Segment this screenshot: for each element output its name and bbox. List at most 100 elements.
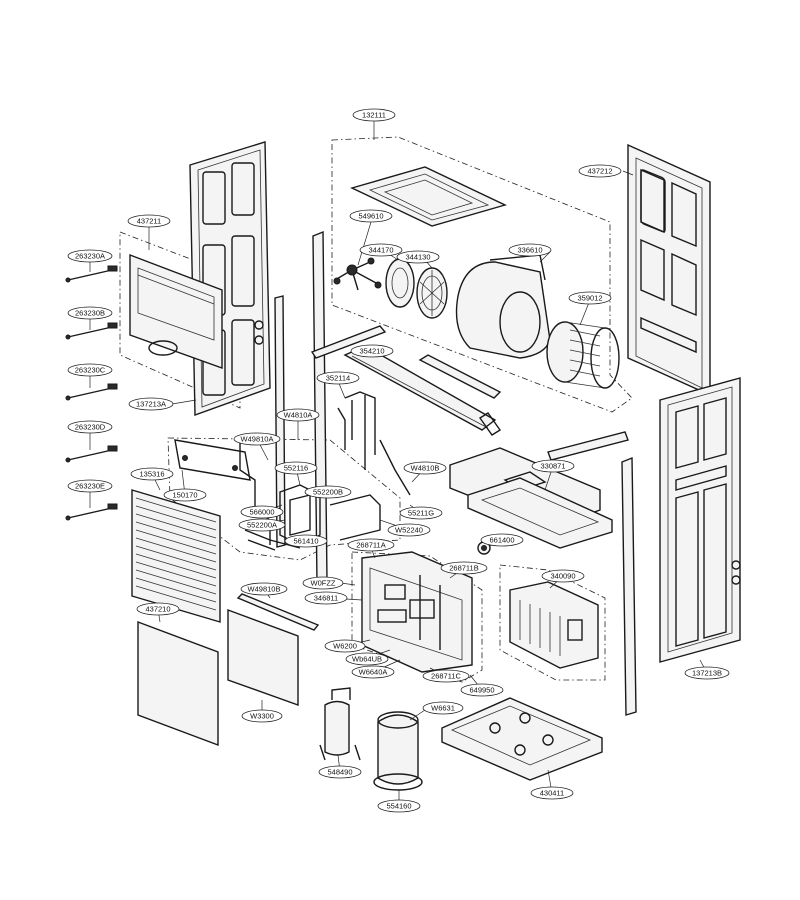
- label-text: 263230B: [75, 309, 105, 318]
- label-text: 137213B: [692, 669, 722, 678]
- label-text: 552200B: [313, 488, 343, 497]
- label-text: 437212: [587, 167, 612, 176]
- label-135316: 135316: [130, 467, 174, 481]
- label-text: W49810A: [241, 435, 274, 444]
- label-w0fzz: W0FZZ: [302, 576, 344, 590]
- sensor-263230e: [65, 503, 118, 521]
- label-137213a: 137213A: [128, 397, 174, 411]
- side-panel-137213a: [189, 141, 271, 416]
- label-55211g: 55211G: [399, 506, 443, 520]
- label-548490: 548490: [318, 765, 362, 779]
- label-text: 430411: [540, 789, 564, 798]
- label-552200b: 552200B: [304, 485, 352, 499]
- sensor-263230b: [65, 322, 118, 340]
- label-344130: 344130: [396, 250, 440, 264]
- label-w49810b: W49810B: [240, 582, 288, 596]
- label-text: W6200: [333, 642, 357, 651]
- label-text: 344130: [405, 253, 430, 262]
- access-panel-w3300: [227, 608, 299, 706]
- sensor-263230d: [65, 445, 118, 463]
- label-w6200: W6200: [324, 639, 366, 653]
- side-panel-437212: [627, 143, 711, 397]
- label-text: 55211G: [408, 509, 434, 518]
- label-268711c: 268711C: [422, 669, 470, 683]
- label-552200a: 552200A: [238, 518, 286, 532]
- label-text: 354210: [359, 347, 384, 356]
- corner-post-right: [621, 456, 637, 716]
- label-549610: 549610: [349, 209, 393, 223]
- label-359012: 359012: [568, 291, 612, 305]
- label-137213b: 137213B: [684, 666, 730, 680]
- label-text: 552200A: [247, 521, 277, 530]
- label-text: 661400: [489, 536, 514, 545]
- sensor-263230c: [65, 383, 118, 401]
- label-text: 649950: [469, 686, 494, 695]
- label-437212: 437212: [578, 164, 622, 178]
- label-354210: 354210: [350, 344, 394, 358]
- access-panel-437210: [137, 620, 219, 747]
- brace-upper-left: [310, 325, 387, 359]
- label-w4810b: W4810B: [403, 461, 447, 475]
- part-number-labels: 132111 437212 437211 549610 344170 34413…: [67, 108, 730, 813]
- control-box-group-outline: [351, 551, 483, 683]
- label-263230a: 263230A: [67, 249, 113, 263]
- label-268711b: 268711B: [440, 561, 488, 575]
- label-336610: 336610: [508, 243, 552, 257]
- label-649950: 649950: [460, 683, 504, 697]
- label-w49810a: W49810A: [233, 432, 281, 446]
- label-text: 150170: [172, 491, 197, 500]
- label-263230d: 263230D: [67, 420, 113, 434]
- label-text: 263230A: [75, 252, 105, 261]
- label-text: 346811: [314, 594, 338, 603]
- label-w6631: W6631: [422, 701, 464, 715]
- return-grille-135316: [131, 489, 221, 623]
- label-150170: 150170: [163, 488, 207, 502]
- label-text: 263230C: [75, 366, 106, 375]
- label-263230c: 263230C: [67, 363, 113, 377]
- label-text: W0FZZ: [311, 579, 336, 588]
- base-pan-430411: [441, 697, 603, 781]
- label-text: 437211: [137, 217, 161, 226]
- compressor-554160: [373, 711, 423, 791]
- label-text: 352114: [326, 374, 350, 383]
- label-wb64ub: Wb64UB: [345, 652, 389, 666]
- fan-motor-344170: [385, 258, 415, 308]
- heater-assembly-340090: [509, 581, 599, 669]
- label-text: 263230E: [75, 482, 105, 491]
- blower-housing-336610: [455, 254, 551, 359]
- label-text: W6640A: [359, 668, 388, 677]
- label-text: 340090: [550, 572, 575, 581]
- label-263230b: 263230B: [67, 306, 113, 320]
- side-panel-137213b: [659, 377, 741, 663]
- label-text: 437210: [145, 605, 170, 614]
- sensor-263230a: [65, 265, 118, 283]
- label-text: 554160: [386, 802, 411, 811]
- drain-pan-330871: [449, 447, 613, 549]
- label-text: W4810A: [284, 411, 313, 420]
- label-437210: 437210: [136, 602, 180, 616]
- label-554160: 554160: [377, 799, 421, 813]
- label-text: 548490: [327, 768, 352, 777]
- label-text: 344170: [368, 246, 393, 255]
- label-268711a: 268711A: [347, 538, 395, 552]
- label-132111: 132111: [352, 108, 396, 122]
- label-w3300: W3300: [241, 709, 283, 723]
- label-text: 268711A: [356, 541, 385, 550]
- accumulator-548490: [319, 687, 361, 761]
- label-text: 552116: [284, 464, 308, 473]
- label-text: 566000: [249, 508, 274, 517]
- brace-right: [547, 431, 629, 461]
- label-344170: 344170: [359, 243, 403, 257]
- bracket-upper-right: [418, 354, 502, 436]
- rail-w49810b: [236, 593, 320, 631]
- heater-group-outline: [499, 564, 606, 681]
- corner-post-left: [274, 295, 286, 548]
- label-text: 549610: [358, 212, 383, 221]
- label-text: 359012: [577, 294, 602, 303]
- label-430411: 430411: [530, 786, 574, 800]
- control-box-649950: [361, 551, 473, 673]
- label-text: W52240: [395, 526, 423, 535]
- label-text: 268711B: [449, 564, 478, 573]
- label-text: Wb64UB: [352, 655, 382, 664]
